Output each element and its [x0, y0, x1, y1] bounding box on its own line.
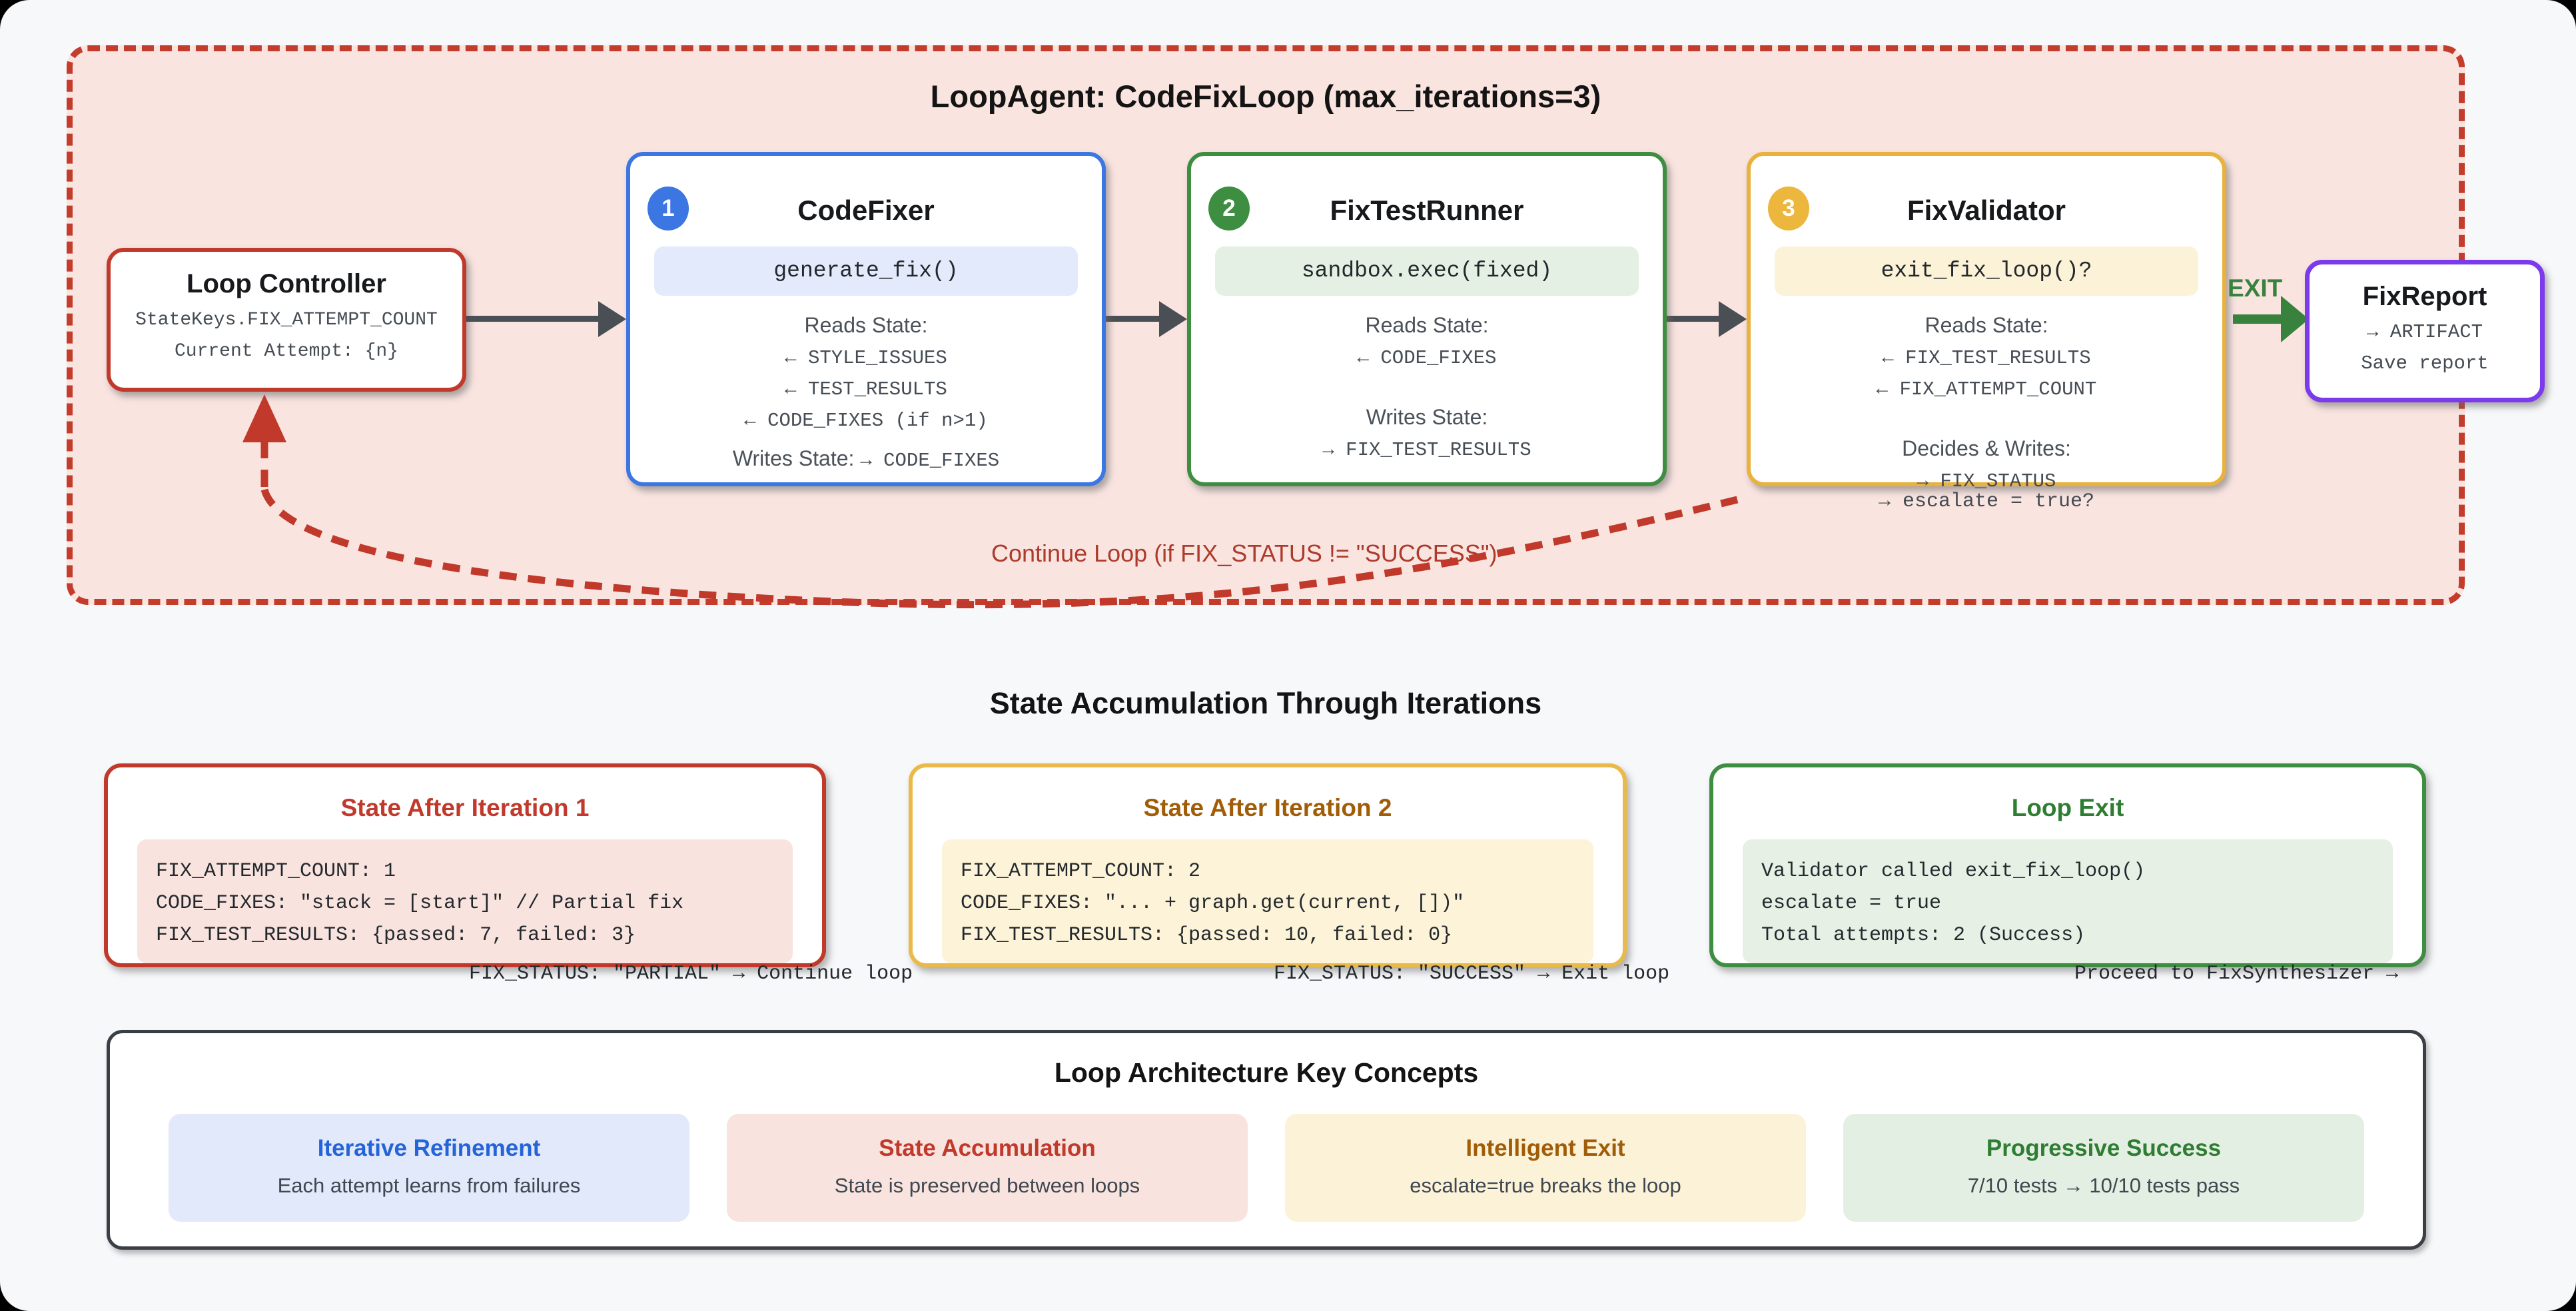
- state-iteration-2-status: FIX_STATUS: "SUCCESS" → Exit loop: [1274, 963, 1670, 985]
- codefixer-reads-label: Reads State:: [804, 313, 928, 337]
- state-iteration-1-status: FIX_STATUS: "PARTIAL" → Continue loop: [469, 963, 913, 985]
- state-iteration-1-title: State After Iteration 1: [340, 794, 590, 821]
- fixvalidator-reads-1: ← FIX_TEST_RESULTS: [1882, 347, 2091, 369]
- fixvalidator-reads-label: Reads State:: [1925, 313, 2048, 337]
- loop-container-title: LoopAgent: CodeFixLoop (max_iterations=3…: [930, 79, 1601, 114]
- fixtestrunner-reads-label: Reads State:: [1365, 313, 1489, 337]
- loop-exit-title: Loop Exit: [2011, 794, 2124, 821]
- codefixer-writes-line: Writes State: → CODE_FIXES: [630, 446, 1102, 472]
- fixreport-save: Save report: [2361, 352, 2489, 374]
- concept-desc: Each attempt learns from failures: [277, 1174, 581, 1197]
- concept-state-accumulation: State Accumulation State is preserved be…: [727, 1114, 1248, 1222]
- codefixer-method: generate_fix(): [654, 246, 1078, 296]
- fixtestrunner-reads-1: ← CODE_FIXES: [1357, 347, 1497, 369]
- spacer: [1751, 400, 2222, 419]
- step-2-badge: 2: [1208, 187, 1250, 230]
- concept-title: State Accumulation: [879, 1135, 1096, 1161]
- continue-loop-label: Continue Loop (if FIX_STATUS != "SUCCESS…: [991, 540, 1498, 567]
- arrow-testrunner-to-validator: [1665, 316, 1721, 322]
- fixtestrunner-title: FixTestRunner: [1330, 195, 1524, 226]
- state-iteration-1-card: State After Iteration 1 FIX_ATTEMPT_COUN…: [104, 763, 913, 985]
- concept-desc: escalate=true breaks the loop: [1410, 1174, 1681, 1197]
- step-1-badge: 1: [647, 187, 689, 230]
- state-iteration-2-title: State After Iteration 2: [1143, 794, 1392, 821]
- fixreport-artifact: → ARTIFACT: [2366, 321, 2483, 343]
- fixreport-node: FixReport → ARTIFACT Save report: [2305, 260, 2545, 402]
- arrowhead-testrunner-to-validator: [1719, 301, 1747, 337]
- arrowhead-controller-to-codefixer: [598, 301, 626, 337]
- key-concepts-heading: Loop Architecture Key Concepts: [1054, 1057, 1479, 1088]
- code-line: Validator called exit_fix_loop(): [1761, 860, 2146, 883]
- loop-controller-statekey: StateKeys.FIX_ATTEMPT_COUNT: [135, 310, 438, 330]
- codefixer-reads-3: ← CODE_FIXES (if n>1): [744, 410, 988, 432]
- code-line: Total attempts: 2 (Success): [1761, 924, 2086, 947]
- codefixer-reads-1: ← STYLE_ISSUES: [785, 347, 947, 369]
- fixtestrunner-writes-label: Writes State:: [1366, 405, 1488, 429]
- state-iteration-2-code: FIX_ATTEMPT_COUNT: 2 CODE_FIXES: "... + …: [942, 839, 1593, 963]
- fixreport-title: FixReport: [2362, 282, 2487, 311]
- loop-controller-node: Loop Controller StateKeys.FIX_ATTEMPT_CO…: [107, 248, 466, 392]
- exit-arrow-line: [2233, 314, 2282, 324]
- code-line: CODE_FIXES: "stack = [start]" // Partial…: [156, 892, 684, 915]
- code-line: escalate = true: [1761, 892, 1942, 915]
- arrow-codefixer-to-testrunner: [1106, 316, 1162, 322]
- concept-title: Progressive Success: [1986, 1135, 2222, 1161]
- concept-progressive-success: Progressive Success 7/10 tests → 10/10 t…: [1843, 1114, 2364, 1222]
- state-iteration-1-code: FIX_ATTEMPT_COUNT: 1 CODE_FIXES: "stack …: [137, 839, 793, 963]
- loop-exit-proceed: Proceed to FixSynthesizer →: [2074, 963, 2399, 985]
- code-line: FIX_ATTEMPT_COUNT: 1: [156, 860, 396, 883]
- concept-intelligent-exit: Intelligent Exit escalate=true breaks th…: [1285, 1114, 1806, 1222]
- code-line: CODE_FIXES: "... + graph.get(current, []…: [961, 892, 1465, 915]
- code-line: FIX_TEST_RESULTS: {passed: 10, failed: 0…: [961, 924, 1453, 947]
- concept-title: Intelligent Exit: [1466, 1135, 1625, 1161]
- exit-label: EXIT: [2228, 274, 2283, 302]
- spacer: [1191, 369, 1663, 388]
- arrow-controller-to-codefixer: [466, 316, 600, 322]
- arrowhead-codefixer-to-testrunner: [1159, 301, 1187, 337]
- loop-exit-code: Validator called exit_fix_loop() escalat…: [1743, 839, 2393, 963]
- code-line: FIX_ATTEMPT_COUNT: 2: [961, 860, 1201, 883]
- exit-arrowhead: [2281, 296, 2309, 342]
- state-iteration-2-card: State After Iteration 2 FIX_ATTEMPT_COUN…: [909, 763, 1669, 985]
- loop-exit-card: Loop Exit Validator called exit_fix_loop…: [1709, 763, 2426, 985]
- fixvalidator-writes-1: → FIX_STATUS: [1917, 470, 2056, 492]
- codefixer-writes-value: → CODE_FIXES: [860, 450, 1000, 472]
- concept-iterative-refinement: Iterative Refinement Each attempt learns…: [169, 1114, 689, 1222]
- concept-desc: 7/10 tests → 10/10 tests pass: [1967, 1174, 2240, 1197]
- codefixer-reads-2: ← TEST_RESULTS: [785, 378, 947, 400]
- step-3-badge: 3: [1768, 187, 1809, 230]
- fixvalidator-writes-label: Decides & Writes:: [1902, 436, 2071, 460]
- loop-controller-attempt: Current Attempt: {n}: [174, 341, 399, 362]
- fixtestrunner-method: sandbox.exec(fixed): [1215, 246, 1639, 296]
- key-concepts-panel: Loop Architecture Key Concepts Iterative…: [107, 1030, 2426, 1250]
- codefixer-node: 1 CodeFixer generate_fix() Reads State: …: [626, 152, 1106, 486]
- concept-title: Iterative Refinement: [317, 1135, 541, 1161]
- fixvalidator-node: 3 FixValidator exit_fix_loop()? Reads St…: [1747, 152, 2226, 513]
- code-line: FIX_TEST_RESULTS: {passed: 7, failed: 3}: [156, 924, 636, 947]
- fixtestrunner-node: 2 FixTestRunner sandbox.exec(fixed) Read…: [1187, 152, 1667, 486]
- codefixer-writes-label: Writes State:: [732, 446, 855, 470]
- fixtestrunner-writes-1: → FIX_TEST_RESULTS: [1322, 439, 1531, 461]
- fixvalidator-escalate-note: → escalate = true?: [1878, 490, 2095, 513]
- state-section-heading: State Accumulation Through Iterations: [989, 686, 1542, 720]
- codefixer-title: CodeFixer: [797, 195, 935, 226]
- fixvalidator-reads-2: ← FIX_ATTEMPT_COUNT: [1876, 378, 2097, 400]
- loop-controller-title: Loop Controller: [187, 269, 386, 298]
- concept-desc: State is preserved between loops: [834, 1174, 1140, 1197]
- key-concepts-row: Iterative Refinement Each attempt learns…: [110, 1114, 2423, 1222]
- fixvalidator-title: FixValidator: [1907, 195, 2066, 226]
- fixvalidator-method: exit_fix_loop()?: [1775, 246, 2198, 296]
